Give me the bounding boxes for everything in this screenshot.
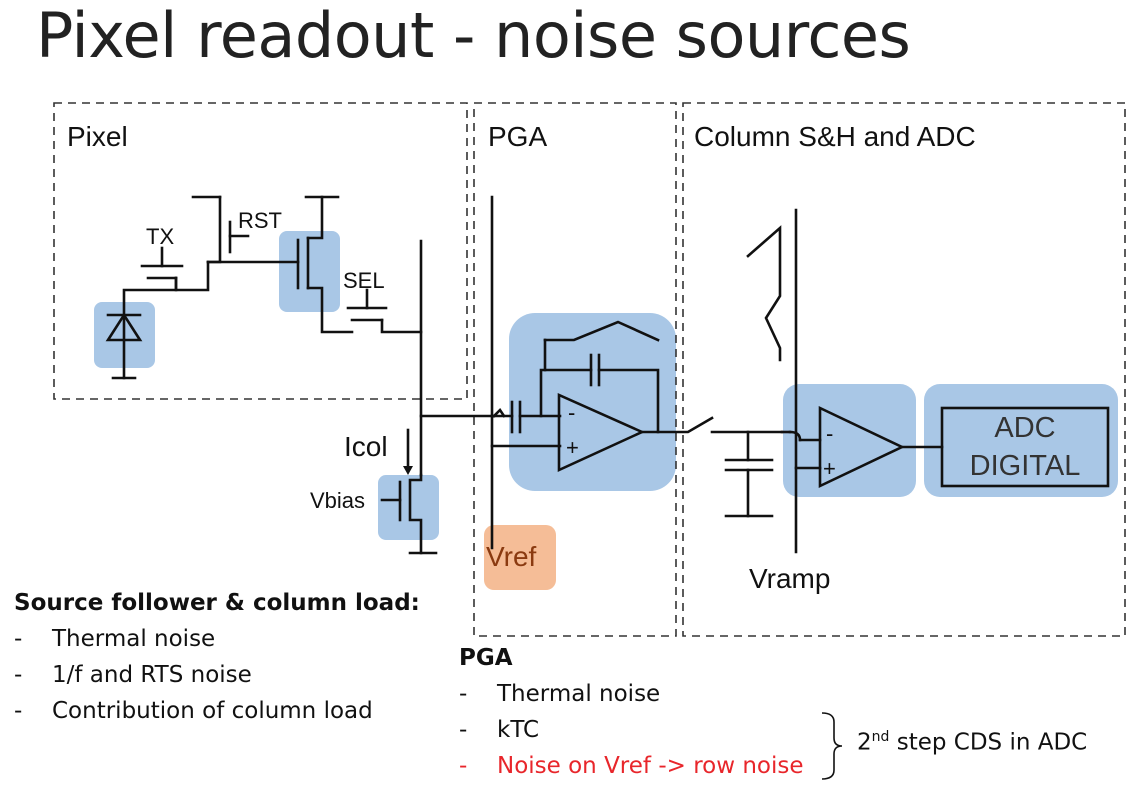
list-item: - Thermal noise — [459, 676, 804, 712]
list-item-text: Thermal noise — [52, 626, 216, 652]
list-item-text: Contribution of column load — [52, 698, 373, 724]
bullet-dash: - — [459, 753, 468, 779]
vbias-label: Vbias — [310, 488, 365, 513]
pga-notes: PGA - Thermal noise - kTC - Noise on Vref -… — [459, 640, 804, 784]
column-block-label: Column S&H and ADC — [694, 121, 976, 152]
sel-transistor — [346, 288, 423, 334]
pga-minus-label: - — [568, 400, 575, 425]
adc-label-line1: ADC — [994, 412, 1055, 444]
source-follower-notes: Source follower & column load: - Thermal … — [14, 585, 420, 729]
list-item: - kTC — [459, 712, 804, 748]
pixel-block-border — [53, 102, 468, 400]
list-item: - Noise on Vref -> row noise — [459, 748, 804, 784]
cds-note-suffix: step CDS in ADC — [889, 729, 1088, 756]
bullet-dash: - — [14, 698, 23, 724]
block-borders — [53, 102, 1126, 637]
comparator-plus-label: + — [823, 456, 836, 481]
circuit-wires — [105, 195, 1110, 555]
pga-amplifier-highlight — [509, 313, 676, 491]
tx-transistor — [140, 246, 210, 292]
column-load-transistor — [380, 428, 438, 555]
bullet-dash: - — [459, 681, 468, 707]
column-block-border — [682, 102, 1126, 637]
list-item: - 1/f and RTS noise — [14, 657, 420, 693]
vref-label: Vref — [486, 541, 537, 572]
adc-digital-box — [940, 406, 1110, 488]
pga-notes-heading: PGA — [459, 645, 513, 671]
sh-capacitor — [724, 430, 774, 518]
rst-label: RST — [238, 208, 282, 233]
sel-label: SEL — [343, 268, 385, 293]
slide-title: Pixel readout - noise sources — [36, 0, 911, 72]
source-follower-highlight — [279, 231, 340, 312]
list-item-text: kTC — [497, 717, 540, 743]
bullet-dash: - — [14, 662, 23, 688]
list-item-text: Thermal noise — [497, 681, 661, 707]
bullet-dash: - — [14, 626, 23, 652]
comparator-minus-label: - — [826, 421, 833, 446]
list-item: - Contribution of column load — [14, 693, 420, 729]
pixel-block-label: Pixel — [67, 121, 128, 152]
cds-brace — [821, 712, 843, 780]
bullet-dash: - — [459, 717, 468, 743]
highlights — [94, 231, 1118, 590]
pga-plus-label: + — [566, 435, 579, 460]
adc-digital-highlight — [924, 384, 1118, 497]
column-line — [419, 239, 506, 477]
adc-label-line2: DIGITAL — [970, 450, 1081, 482]
source-follower-heading: Source follower & column load: — [14, 590, 420, 616]
list-item: - Thermal noise — [14, 621, 420, 657]
ramp-circuit — [746, 208, 944, 554]
vref-highlight — [484, 525, 556, 590]
cds-note-prefix: 2 — [857, 729, 872, 756]
pga-block-label: PGA — [488, 121, 547, 152]
source-follower-transistor — [206, 195, 354, 334]
list-item-text: 1/f and RTS noise — [52, 662, 252, 688]
list-item-text: Noise on Vref -> row noise — [497, 753, 804, 779]
column-load-highlight — [378, 475, 439, 540]
vramp-label: Vramp — [749, 563, 830, 594]
icol-label: Icol — [344, 431, 388, 462]
pga-block-border — [473, 102, 677, 637]
tx-label: TX — [146, 224, 174, 249]
cds-note: 2nd step CDS in ADC — [857, 729, 1087, 756]
cds-note-sup: nd — [871, 729, 890, 745]
